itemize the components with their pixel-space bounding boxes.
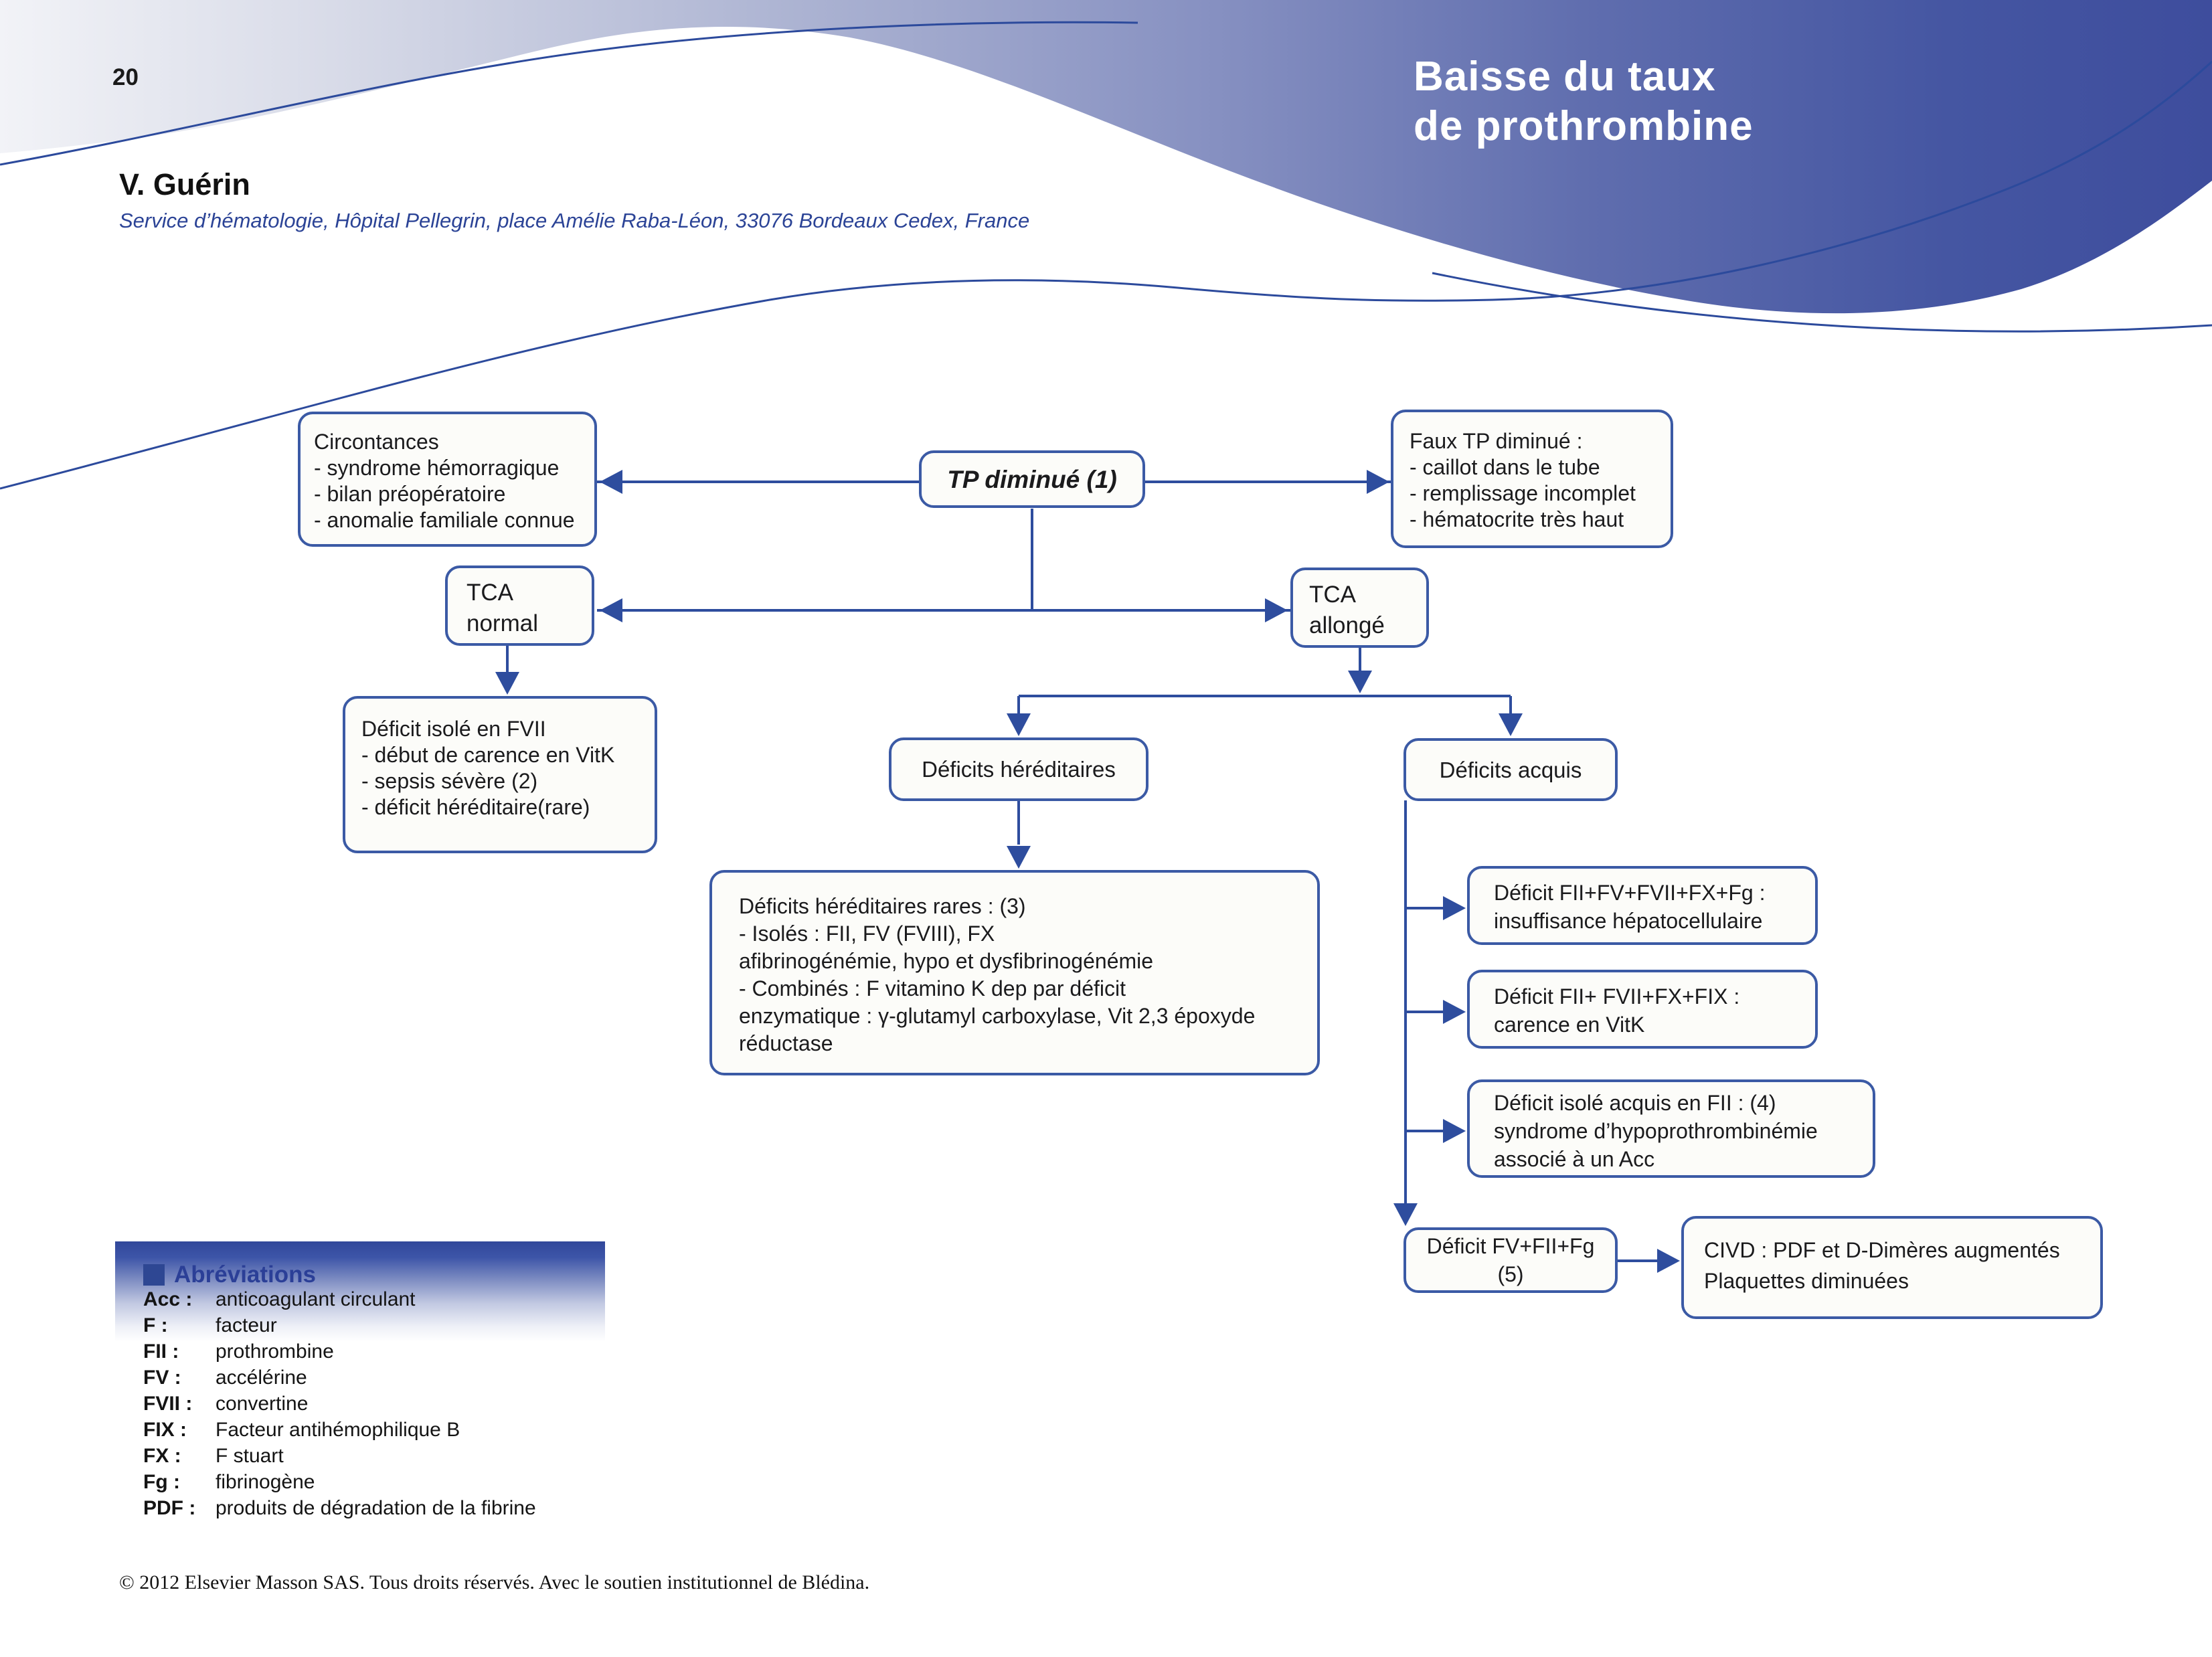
abbreviation-item: FIX : Facteur antihémophilique B [143, 1419, 536, 1445]
flow-box-deficits-hereditaires-rares: Déficits héréditaires rares : (3) - Isol… [709, 870, 1320, 1075]
flow-box-tca-normal: TCA normal [445, 565, 594, 646]
flow-box-line: associé à un Acc [1494, 1147, 1655, 1171]
flow-box-line: CIVD : PDF et D-Dimères augmentés [1704, 1238, 2060, 1262]
abbreviation-key: F : [143, 1314, 168, 1336]
flow-box-line: Déficits héréditaires [922, 757, 1116, 782]
abbreviation-item: FII : prothrombine [143, 1340, 536, 1367]
author-name: V. Guérin [119, 167, 250, 201]
abbreviations-title-label: Abréviations [174, 1261, 316, 1288]
abbreviation-definition: anticoagulant circulant [216, 1288, 416, 1310]
abbreviation-key: PDF : [143, 1497, 196, 1519]
flow-box-line: Circontances [314, 430, 439, 454]
flow-box-faux-tp: Faux TP diminué : - caillot dans le tube… [1391, 410, 1673, 548]
flow-box-civd: CIVD : PDF et D-Dimères augmentés Plaque… [1681, 1216, 2103, 1319]
flow-box-line: insuffisance hépatocellulaire [1494, 909, 1763, 933]
page-title-line1: Baisse du taux [1414, 54, 1716, 100]
flow-box-line: - Combinés : F vitamino K dep par défici… [739, 976, 1126, 1000]
abbreviation-definition: produits de dégradation de la fibrine [216, 1497, 536, 1519]
flow-box-line: - sepsis sévère (2) [361, 769, 538, 793]
abbreviation-key: FIX : [143, 1419, 187, 1441]
connector-arrowheads [495, 470, 1680, 1273]
abbreviation-item: FVII : convertine [143, 1393, 536, 1419]
flow-box-deficit-fvii: Déficit isolé en FVII - début de carence… [343, 696, 657, 853]
abbreviation-item: FX : F stuart [143, 1445, 536, 1471]
decorative-curve-top [0, 21, 1138, 166]
abbreviation-key: Acc : [143, 1288, 193, 1310]
flow-box-line: allongé [1309, 612, 1385, 638]
flow-box-line: - Isolés : FII, FV (FVIII), FX [739, 922, 995, 946]
abbreviations-list: Acc : anticoagulant circulant F : facteu… [143, 1288, 536, 1523]
flow-box-line: - début de carence en VitK [361, 743, 615, 767]
abbreviation-key: FV : [143, 1367, 181, 1389]
abbreviation-definition: fibrinogène [216, 1471, 315, 1493]
flow-box-line: réductase [739, 1031, 833, 1055]
flow-box-circonstances: Circontances - syndrome hémorragique - b… [298, 412, 597, 547]
copyright-line: © 2012 Elsevier Masson SAS. Tous droits … [119, 1571, 870, 1593]
abbreviation-definition: prothrombine [216, 1340, 334, 1363]
flow-box-line: carence en VitK [1494, 1013, 1645, 1037]
abbreviation-definition: convertine [216, 1393, 309, 1415]
square-bullet-icon [143, 1264, 165, 1286]
flow-box-deficit-fv-fii-fg: Déficit FV+FII+Fg (5) [1403, 1227, 1618, 1293]
author-affiliation: Service d’hématologie, Hôpital Pellegrin… [119, 209, 1030, 232]
flow-box-tca-allonge: TCA allongé [1290, 568, 1429, 648]
flow-box-line: Faux TP diminué : [1410, 429, 1583, 453]
abbreviation-key: FX : [143, 1445, 181, 1467]
flow-box-line: TCA [1309, 582, 1356, 608]
flow-box-insuffisance-hepatocellulaire: Déficit FII+FV+FVII+FX+Fg : insuffisance… [1467, 866, 1818, 945]
flow-box-line: - remplissage incomplet [1410, 481, 1636, 505]
flow-box-line: - caillot dans le tube [1410, 455, 1600, 479]
page-number: 20 [112, 64, 139, 90]
flow-box-carence-vitk: Déficit FII+ FVII+FX+FIX : carence en Vi… [1467, 970, 1818, 1049]
flow-box-line: Plaquettes diminuées [1704, 1269, 1909, 1293]
flow-box-line: Déficits héréditaires rares : (3) [739, 894, 1026, 918]
flow-box-line: Déficit FV+FII+Fg [1426, 1234, 1595, 1258]
header-wave-shape [0, 0, 2212, 314]
page-title: Baisse du taux de prothrombine [1414, 52, 1754, 151]
connector-lines [506, 481, 1657, 1262]
abbreviation-key: FVII : [143, 1393, 193, 1415]
flow-box-deficit-isole-acquis-fii: Déficit isolé acquis en FII : (4) syndro… [1467, 1079, 1875, 1178]
flow-box-deficits-hereditaires: Déficits héréditaires [889, 737, 1148, 801]
flow-box-line: TP diminué (1) [947, 465, 1117, 493]
abbreviation-key: Fg : [143, 1471, 180, 1493]
flow-box-line: - bilan préopératoire [314, 482, 506, 506]
flow-box-tp-diminue: TP diminué (1) [919, 450, 1145, 508]
flow-box-line: Déficit FII+ FVII+FX+FIX : [1494, 984, 1740, 1009]
decorative-curve-tail [1432, 272, 2212, 333]
abbreviations-title: Abréviations [143, 1261, 316, 1288]
flow-box-line: TCA [466, 580, 513, 606]
abbreviations-header-gradient [115, 1241, 605, 1342]
flow-box-line: - déficit héréditaire(rare) [361, 795, 590, 819]
flow-box-line: - anomalie familiale connue [314, 508, 575, 532]
flow-box-deficits-acquis: Déficits acquis [1403, 738, 1618, 801]
abbreviation-item: Acc : anticoagulant circulant [143, 1288, 536, 1314]
flow-box-line: normal [466, 610, 538, 636]
flow-box-line: Déficit isolé acquis en FII : (4) [1494, 1091, 1776, 1115]
abbreviation-item: F : facteur [143, 1314, 536, 1340]
abbreviation-definition: facteur [216, 1314, 277, 1336]
flow-box-line: afibrinogénémie, hypo et dysfibrinogéném… [739, 949, 1154, 973]
abbreviation-item: PDF : produits de dégradation de la fibr… [143, 1497, 536, 1523]
abbreviation-item: FV : accélérine [143, 1367, 536, 1393]
abbreviation-item: Fg : fibrinogène [143, 1471, 536, 1497]
flow-box-line: syndrome d’hypoprothrombinémie [1494, 1119, 1818, 1143]
abbreviation-definition: accélérine [216, 1367, 307, 1389]
flow-box-line: (5) [1497, 1262, 1524, 1286]
flow-box-line: - hématocrite très haut [1410, 507, 1624, 531]
abbreviation-key: FII : [143, 1340, 179, 1363]
flow-box-line: Déficit isolé en FVII [361, 717, 546, 741]
flow-box-line: Déficits acquis [1439, 757, 1582, 782]
page-title-line2: de prothrombine [1414, 103, 1754, 149]
abbreviation-definition: F stuart [216, 1445, 284, 1467]
flow-box-line: - syndrome hémorragique [314, 456, 560, 480]
decorative-curve-long [0, 60, 2212, 490]
flow-box-line: Déficit FII+FV+FVII+FX+Fg : [1494, 881, 1766, 905]
flow-box-line: enzymatique : γ-glutamyl carboxylase, Vi… [739, 1004, 1256, 1028]
abbreviation-definition: Facteur antihémophilique B [216, 1419, 460, 1441]
